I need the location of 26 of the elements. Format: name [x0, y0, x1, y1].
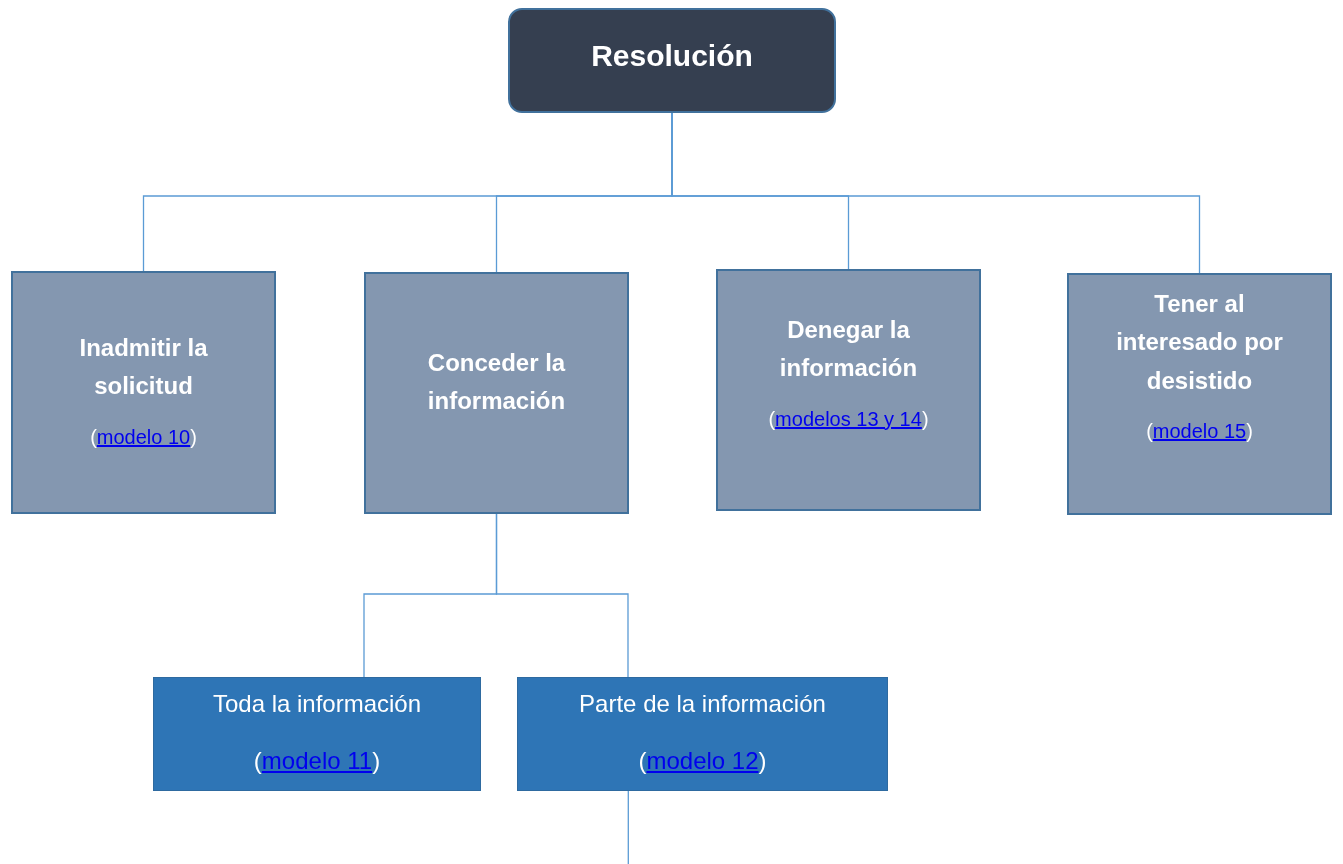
model-link: modelo 10 — [96, 425, 191, 448]
option-label: Denegar la información — [778, 315, 919, 384]
option-label: Inadmitir la solicitud — [78, 333, 209, 402]
model-link: modelos 13 y 14 — [775, 407, 922, 430]
option-label: Parte de la información — [579, 689, 826, 719]
connector-line — [627, 790, 629, 864]
model-link: modelo 11 — [261, 747, 373, 775]
option-box — [716, 269, 981, 511]
title-text: Resolución — [591, 38, 753, 74]
option-label: Toda la información — [212, 689, 422, 719]
model-reference: (modelos 13 y 14) — [768, 407, 929, 431]
sub-option-box — [517, 677, 888, 791]
model-reference: (modelo 12) — [638, 747, 767, 776]
model-link: modelo 15 — [1152, 420, 1247, 443]
option-box — [364, 272, 629, 514]
root-box — [508, 8, 836, 113]
option-label: Conceder la información — [426, 348, 567, 417]
option-label: Tener al interesado por desistido — [1115, 289, 1284, 396]
option-box — [11, 271, 276, 514]
model-reference: (modelo 15) — [1146, 420, 1253, 444]
connector-line — [495, 513, 629, 678]
model-reference: (modelo 11) — [253, 747, 381, 776]
option-box — [1067, 273, 1332, 515]
sub-option-box — [153, 677, 481, 791]
model-reference: (modelo 10) — [90, 425, 197, 449]
model-link: modelo 12 — [646, 747, 759, 775]
